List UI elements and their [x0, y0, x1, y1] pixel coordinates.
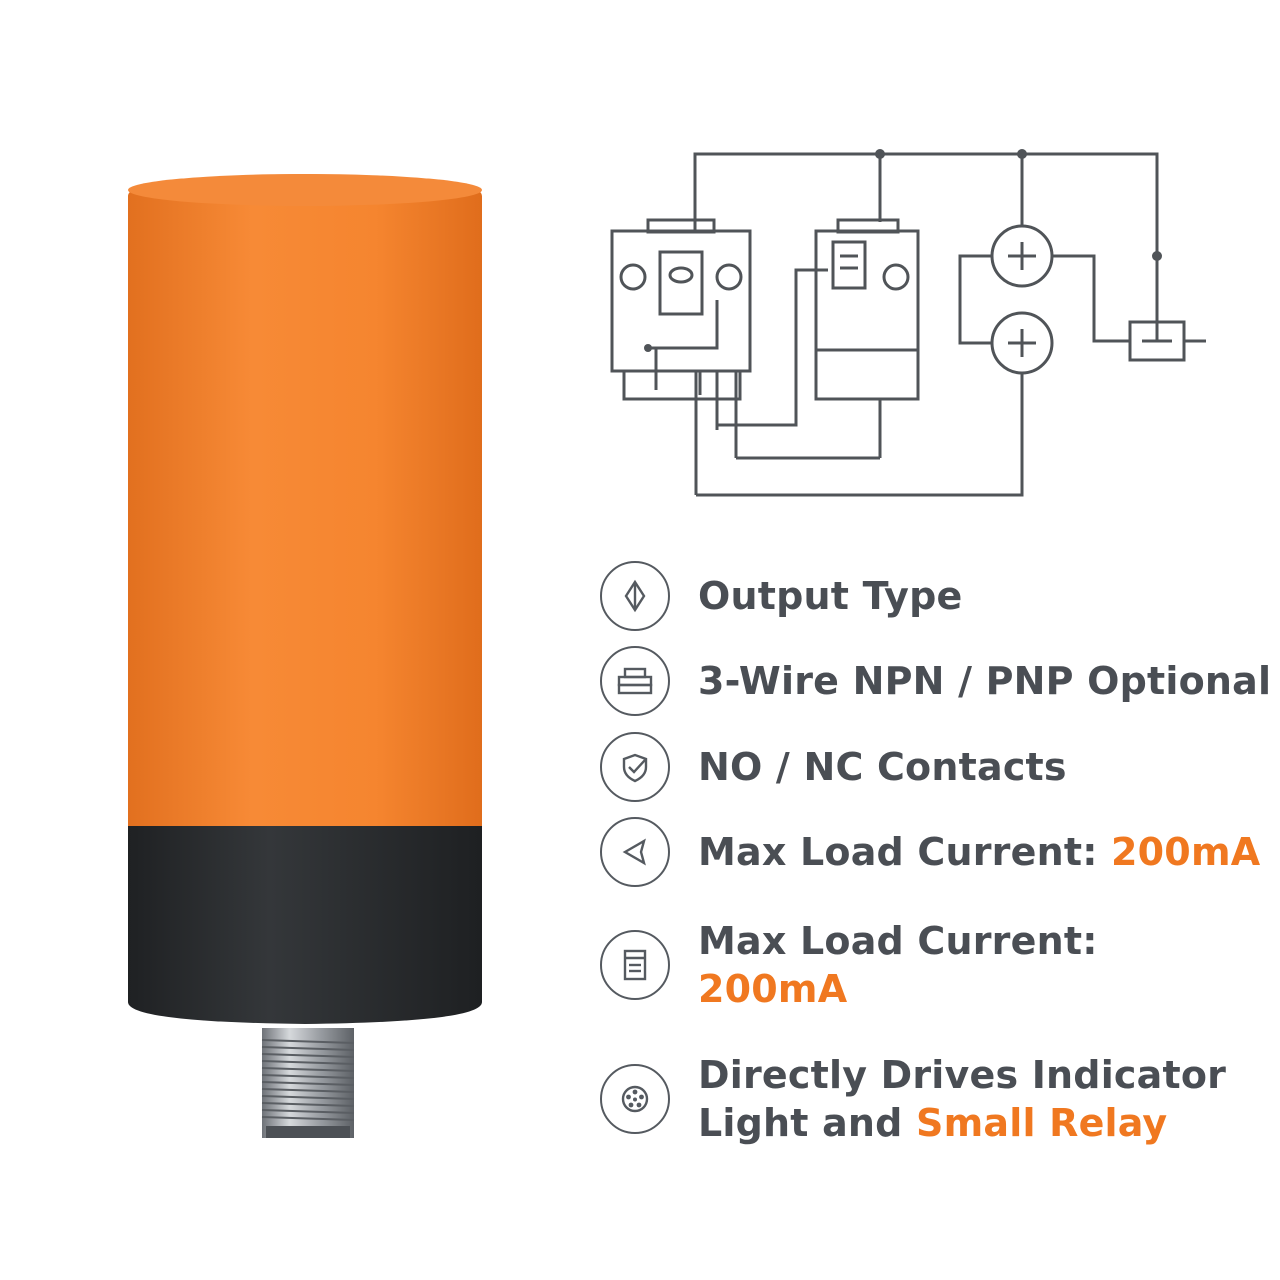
feature-label: 3-Wire NPN / PNP Optional [698, 659, 1272, 703]
connector-thread [261, 1095, 355, 1100]
feature-wire-type: 3-Wire NPN / PNP Optional [600, 646, 1271, 716]
connector-thread [261, 1074, 355, 1079]
feature-contacts: NO / NC Contacts [600, 732, 1067, 802]
sensor-black-base [128, 826, 482, 1024]
connector-thread [261, 1109, 355, 1114]
feature-output-type: Output Type [600, 561, 963, 631]
connector-thread [261, 1053, 355, 1058]
feature-highlight: 200mA [1111, 830, 1261, 874]
connector-thread [261, 1116, 355, 1121]
connector-thread [261, 1067, 355, 1072]
shield-check-icon [600, 732, 670, 802]
feature-max-load-2: Max Load Current: 200mA [600, 917, 1098, 1013]
feature-label: NO / NC Contacts [698, 745, 1067, 789]
connector-thread [261, 1039, 355, 1044]
connector-thread [261, 1046, 355, 1051]
feature-highlight: Small Relay [916, 1101, 1168, 1145]
feature-label: Output Type [698, 574, 963, 618]
feature-label: Max Load Current: [698, 919, 1098, 963]
document-lines-icon [600, 930, 670, 1000]
feature-max-load-1: Max Load Current: 200mA [600, 817, 1260, 887]
feature-highlight: 200mA [698, 967, 848, 1011]
triangle-arrow-icon [600, 817, 670, 887]
connector-thread [261, 1060, 355, 1065]
feature-label: Directly Drives Indicator [698, 1053, 1227, 1097]
stacked-bars-icon [600, 646, 670, 716]
feature-label: Max Load Current: [698, 830, 1112, 874]
connector-thread [261, 1081, 355, 1086]
sensor-orange-housing [128, 174, 482, 830]
feature-label-plain: Light and [698, 1101, 917, 1145]
connector-thread [261, 1102, 355, 1107]
connector-pins-icon [600, 1064, 670, 1134]
m12-connector [261, 1028, 355, 1138]
diamond-circle-icon [600, 561, 670, 631]
connector-thread [261, 1088, 355, 1093]
feature-drives-relay: Directly Drives Indicator Light and Smal… [600, 1051, 1226, 1147]
